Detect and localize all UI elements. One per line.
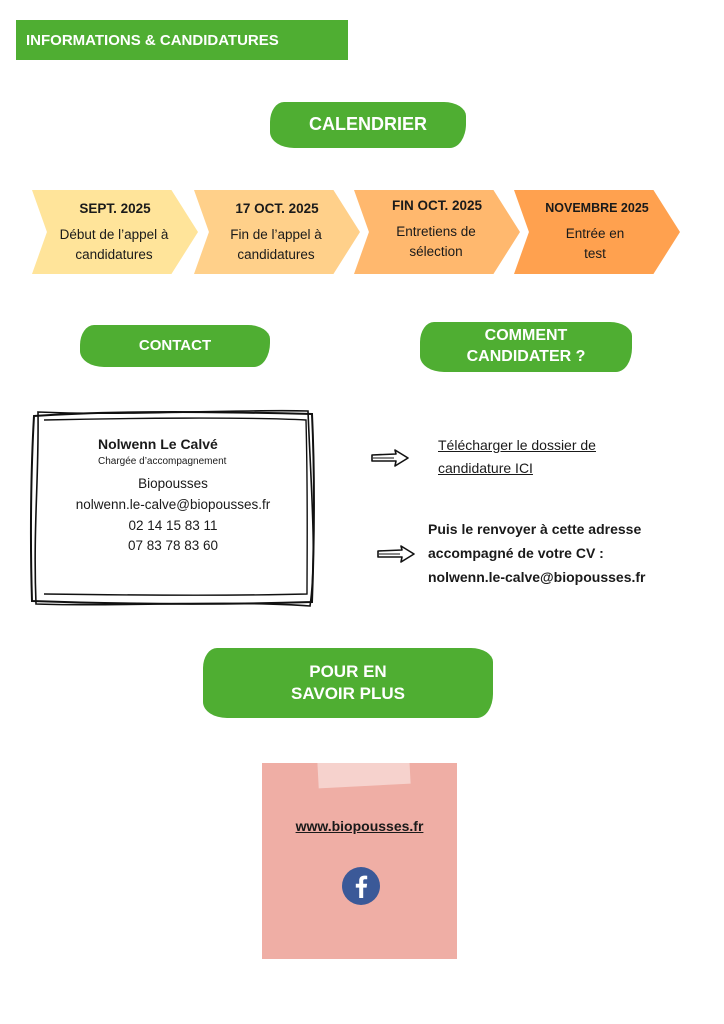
step-date: FIN OCT. 2025 bbox=[391, 198, 483, 213]
calendar-title: CALENDRIER bbox=[270, 102, 466, 148]
step-description: Fin de l’appel à candidatures bbox=[230, 227, 322, 262]
step-date: NOVEMBRE 2025 bbox=[545, 201, 649, 215]
timeline-step-2: 17 OCT. 2025 Fin de l’appel à candidatur… bbox=[194, 190, 360, 274]
contact-phone-1[interactable]: 02 14 15 83 11 bbox=[128, 517, 218, 533]
contact-role: Chargée d’accompagnement bbox=[98, 455, 227, 467]
section-header-title: INFORMATIONS & CANDIDATURES bbox=[26, 31, 279, 49]
apply-title: COMMENT CANDIDATER ? bbox=[420, 322, 632, 372]
contact-phone-2[interactable]: 07 83 78 83 60 bbox=[127, 538, 219, 554]
arrow-right-icon bbox=[377, 545, 415, 563]
step-date: SEPT. 2025 bbox=[79, 201, 151, 216]
facebook-icon[interactable] bbox=[342, 867, 380, 905]
timeline-step-1: SEPT. 2025 Début de l’appel à candidatur… bbox=[32, 190, 198, 274]
application-email[interactable]: nolwenn.le-calve@biopousses.fr bbox=[428, 568, 646, 585]
step-description: Entretiens de sélection bbox=[396, 224, 476, 259]
contact-email[interactable]: nolwenn.le-calve@biopousses.fr bbox=[75, 496, 271, 512]
step-description: Début de l’appel à candidatures bbox=[59, 227, 169, 262]
website-link[interactable]: www.biopousses.fr bbox=[295, 818, 424, 834]
timeline-step-3: FIN OCT. 2025 Entretiens de sélection bbox=[354, 190, 520, 274]
contact-org: Biopousses bbox=[138, 475, 208, 491]
section-header: INFORMATIONS & CANDIDATURES bbox=[16, 20, 348, 60]
more-info-title: POUR EN SAVOIR PLUS bbox=[203, 648, 493, 718]
download-application-link[interactable]: Télécharger le dossier de candidature IC… bbox=[438, 437, 596, 477]
timeline-step-4: NOVEMBRE 2025 Entrée en test bbox=[514, 190, 680, 274]
arrow-right-icon bbox=[371, 449, 409, 467]
step-description: Entrée en test bbox=[565, 226, 625, 261]
contact-title: CONTACT bbox=[80, 325, 270, 367]
sketch-frame bbox=[29, 409, 315, 607]
send-instructions: Puis le renvoyer à cette adresse accompa… bbox=[428, 518, 708, 589]
tape-decoration bbox=[317, 757, 411, 789]
sticky-note bbox=[262, 763, 457, 959]
contact-card: Nolwenn Le Calvé Chargée d’accompagnemen… bbox=[28, 408, 318, 608]
contact-name: Nolwenn Le Calvé bbox=[98, 436, 218, 452]
step-date: 17 OCT. 2025 bbox=[235, 201, 319, 216]
